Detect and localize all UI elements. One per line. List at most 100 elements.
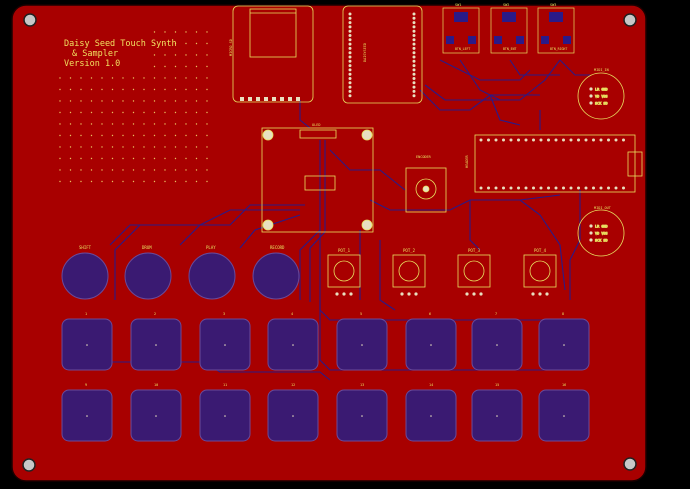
header-pin (577, 138, 580, 142)
top-switch-outline (442, 7, 480, 54)
pot-pin (342, 292, 346, 296)
oled-header (299, 129, 337, 139)
sd-pin (264, 97, 268, 101)
via-dot (80, 134, 82, 137)
via-dot (164, 54, 166, 56)
header-pin (577, 186, 580, 190)
touch-pad-via (563, 344, 565, 346)
round-button-pad (124, 252, 172, 300)
header-pin (569, 186, 573, 190)
seed-pin (412, 94, 416, 98)
pot-label: POT_4 (534, 248, 547, 253)
touch-pad-label: 3 (223, 312, 225, 316)
via-dot (132, 77, 135, 79)
midi-pin-label: LR GND (595, 225, 608, 229)
via-dot (206, 169, 208, 171)
encoder-shaft (422, 185, 430, 193)
header-pin (532, 186, 535, 190)
top-switch-outline (537, 7, 575, 54)
via-dot (206, 100, 208, 102)
via-dot (101, 180, 103, 183)
top-switch-pad (494, 36, 502, 44)
via-dot (206, 77, 208, 79)
mounting-hole-br (623, 457, 637, 471)
header-pin (509, 186, 513, 190)
seed-pin (348, 16, 352, 20)
via-dot (143, 180, 145, 183)
via-dot (164, 134, 166, 137)
header-label: HEADER (465, 154, 469, 168)
touch-pad-label: 10 (154, 383, 158, 387)
touch-pad-label: 8 (562, 312, 564, 316)
round-button-pad (61, 252, 109, 300)
round-button-pad (252, 252, 300, 300)
pot: POT_1 (327, 248, 361, 296)
touch-pad: 6 (405, 312, 457, 371)
header-pin (599, 138, 603, 142)
via-dot (174, 100, 177, 102)
board-title: Daisy Seed Touch Synth & Sampler Version… (64, 39, 177, 69)
seed-pin (412, 72, 416, 76)
header-pin (584, 138, 588, 142)
via-dot (101, 77, 103, 79)
via-dot (80, 169, 82, 171)
seed-pin (348, 85, 352, 89)
via-dot (59, 157, 61, 160)
copper-trace (424, 59, 561, 101)
switch-func-label: BTN_ENT (503, 47, 517, 51)
via-dot (122, 146, 124, 148)
via-dot (111, 157, 114, 160)
seed-pin-columns (348, 12, 416, 98)
seed-pin (412, 29, 416, 33)
seed-pin (412, 85, 416, 89)
oled-label: OLED (312, 123, 320, 127)
pot-label: POT_3 (468, 248, 481, 253)
copper-trace (569, 190, 581, 300)
via-dot (122, 134, 124, 137)
header-pin (479, 186, 483, 190)
seed-pin (348, 68, 352, 72)
pot-pin (545, 292, 549, 296)
via-dot (185, 88, 187, 91)
seed-pin (348, 29, 352, 33)
touch-pad: 1 (61, 312, 113, 371)
copper-trace (489, 94, 521, 126)
touch-pad-via (292, 344, 294, 346)
top-switch-pad (454, 12, 468, 22)
top-switch-pad (502, 12, 516, 22)
copper-trace (109, 204, 305, 246)
via-dot (111, 146, 114, 148)
via-dot (90, 157, 93, 160)
sd-pin (272, 97, 276, 101)
via-dot (59, 169, 61, 171)
touch-pad: 14 (405, 383, 457, 442)
via-dot (143, 88, 145, 91)
header-pin (562, 186, 565, 190)
copper-trace (179, 209, 300, 246)
encoder-footprint: ENCODER (405, 155, 447, 213)
via-dot (153, 31, 156, 33)
touch-pad-label: 16 (562, 383, 566, 387)
header-pin (614, 138, 618, 142)
via-dot (80, 146, 82, 148)
seed-pin (348, 89, 352, 93)
copper-trace (239, 214, 301, 249)
via-dot (69, 111, 72, 114)
via-dot (90, 146, 93, 148)
via-dot (174, 42, 177, 45)
pot-outline (457, 254, 491, 288)
midi-pin-label: VD VSS (595, 232, 608, 236)
via-dot (69, 180, 72, 183)
via-dot (195, 65, 198, 68)
touch-pad-via (563, 415, 565, 417)
via-dot (153, 146, 156, 148)
copper-trace (509, 59, 560, 76)
pot-outline (327, 254, 361, 288)
sd-pin (240, 97, 244, 101)
via-dot (143, 169, 145, 171)
via-dot (122, 88, 124, 91)
pot-pin (538, 292, 542, 296)
via-dot (185, 134, 187, 137)
switch-ref-label: SW3 (550, 3, 556, 7)
midi-pin (589, 224, 593, 228)
